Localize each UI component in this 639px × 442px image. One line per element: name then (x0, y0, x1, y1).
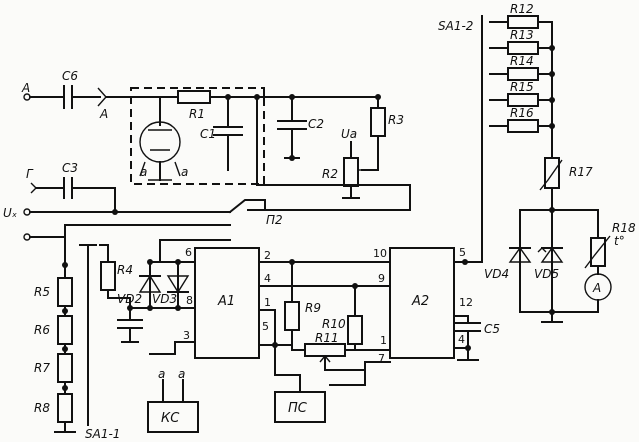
label-sa1-1: SA1-1 (85, 427, 120, 441)
a1-pin-6: 6 (185, 246, 192, 259)
label-r11: R11 (315, 331, 339, 345)
label-c3: C3 (62, 161, 78, 175)
a2-pin-12: 12 (459, 296, 473, 309)
label-tube-a2: a (181, 165, 188, 179)
label-ps: ПС (288, 401, 308, 416)
label-r9: R9 (305, 301, 321, 315)
resistor-r9 (284, 301, 300, 331)
resistor-r7 (57, 353, 73, 383)
label-vd4: VD4 (484, 267, 509, 281)
label-r15: R15 (510, 80, 534, 94)
input-g-line (30, 177, 116, 213)
label-r14: R14 (510, 54, 534, 68)
resistor-r4 (100, 261, 116, 291)
a1-pin-1: 1 (264, 296, 271, 309)
a2-pin-9: 9 (378, 272, 385, 285)
resistor-r10 (347, 315, 363, 345)
a2-pin-7: 7 (378, 352, 385, 365)
label-r7: R7 (34, 361, 50, 375)
shield-box (130, 87, 265, 185)
label-r12: R12 (510, 2, 534, 16)
resistor-r3 (370, 107, 386, 137)
resistor-r13 (507, 41, 539, 55)
block-a2 (389, 247, 455, 359)
label-vd2: VD2 (117, 292, 142, 306)
resistor-r14 (507, 67, 539, 81)
label-g: Г (26, 167, 34, 181)
label-c2: C2 (308, 117, 324, 131)
a2-pin-5: 5 (459, 246, 466, 259)
label-sa1-2: SA1-2 (438, 19, 473, 33)
a2-pin-10: 10 (373, 247, 387, 260)
diode-vd3-icon (166, 275, 190, 294)
a1-pin-3: 3 (183, 329, 190, 342)
label-ks: КС (161, 411, 180, 426)
label-r8: R8 (34, 401, 50, 415)
resistor-r8 (57, 393, 73, 423)
label-r18: R18 (612, 221, 636, 235)
resistor-r6 (57, 315, 73, 345)
label-r17: R17 (569, 165, 593, 179)
block-ps (274, 391, 326, 423)
a1-pin-5: 5 (262, 320, 269, 333)
label-p2: П2 (266, 213, 283, 227)
label-vd5: VD5 (534, 267, 559, 281)
label-ua: Uа (341, 127, 357, 141)
potentiometer-r11 (304, 343, 346, 357)
resistor-r5 (57, 277, 73, 307)
label-a: A (21, 81, 30, 95)
label-r1: R1 (189, 107, 205, 121)
block-ks (147, 401, 199, 433)
a1-pin-8: 8 (186, 294, 193, 307)
label-r6: R6 (34, 323, 50, 337)
resistor-r12 (507, 15, 539, 29)
label-r3: R3 (388, 113, 404, 127)
label-tube-a1: a (140, 165, 147, 179)
label-ux: Uₓ (3, 206, 17, 220)
label-t-deg: t° (614, 234, 625, 248)
vacuum-tube-icon (139, 121, 181, 163)
label-c6: C6 (62, 69, 78, 83)
label-c1: C1 (200, 127, 216, 141)
label-a2: A2 (411, 294, 429, 309)
diode-vd4-icon (508, 246, 532, 263)
diode-vd2-icon (138, 274, 162, 293)
label-meter-a: A (592, 281, 601, 295)
input-a-line (23, 85, 283, 109)
resistor-r1 (177, 90, 211, 104)
label-ks-a2: a (178, 367, 185, 381)
label-ks-a1: a (158, 367, 165, 381)
thermistor-r17 (544, 157, 560, 189)
resistor-r15 (507, 93, 539, 107)
label-r13: R13 (510, 28, 534, 42)
a2-pin-1: 1 (380, 334, 387, 347)
a2-pin-4: 4 (458, 333, 465, 346)
label-r4: R4 (117, 263, 133, 277)
label-vd3: VD3 (152, 292, 177, 306)
label-r10: R10 (322, 317, 346, 331)
label-r5: R5 (34, 285, 50, 299)
label-c5: C5 (484, 322, 500, 336)
a1-pin-2: 2 (264, 249, 271, 262)
block-a1 (194, 247, 260, 359)
diode-vd5-icon (540, 246, 564, 263)
label-r2: R2 (322, 167, 338, 181)
label-a1: A1 (217, 294, 235, 309)
potentiometer-r2 (343, 157, 359, 187)
label-r16: R16 (510, 106, 534, 120)
a1-pin-4: 4 (264, 272, 271, 285)
label-a-plug: A (99, 107, 108, 121)
resistor-r16 (507, 119, 539, 133)
